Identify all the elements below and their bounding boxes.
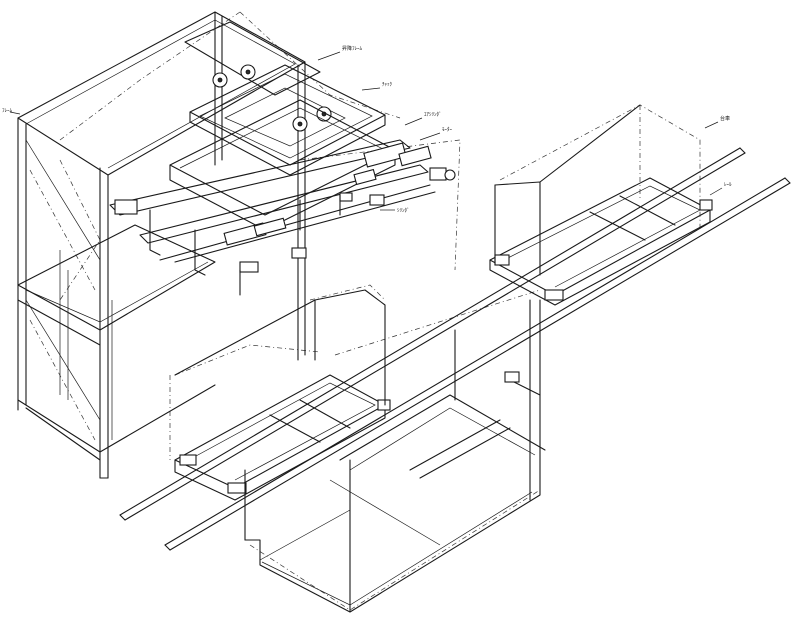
label-carriage: 台車 (720, 115, 730, 122)
lift-frame (169, 21, 396, 231)
labels: ﾌﾚｰﾑ 昇降ﾌﾚｰﾑ ﾁｬｯｸ ｴｱｼﾘﾝﾀﾞ ﾓｰﾀｰ ｼﾘﾝﾀﾞ 台車 ﾚ… (2, 45, 732, 214)
guide-beam (109, 139, 456, 296)
hidden-envelope-lines (59, 11, 701, 611)
label-air-cylinder: ｴｱｼﾘﾝﾀﾞ (424, 111, 442, 118)
main-frame (17, 11, 306, 479)
label-lift-frame: 昇降ﾌﾚｰﾑ (342, 45, 363, 52)
right-carriage (489, 104, 713, 306)
label-rail: ﾚｰﾙ (724, 182, 732, 188)
lower-stand (244, 299, 546, 613)
rails (119, 147, 791, 551)
label-motor: ﾓｰﾀｰ (442, 127, 453, 133)
leader-lines (9, 51, 723, 211)
middle-carriage (174, 289, 391, 501)
label-chuck: ﾁｬｯｸ (382, 82, 393, 88)
label-cylinder: ｼﾘﾝﾀﾞ (397, 207, 410, 214)
label-frame: ﾌﾚｰﾑ (2, 108, 13, 114)
